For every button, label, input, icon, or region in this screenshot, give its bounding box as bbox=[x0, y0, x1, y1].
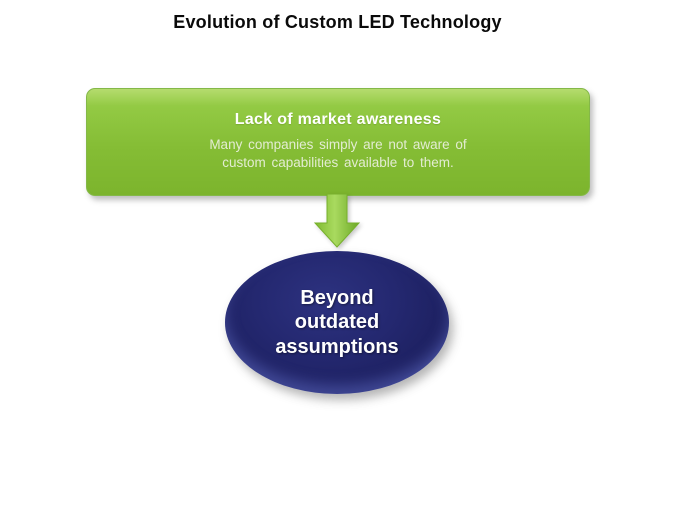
awareness-box-body: Many companies simply are not aware of c… bbox=[87, 136, 589, 172]
awareness-box: Lack of market awareness Many companies … bbox=[86, 88, 590, 196]
conclusion-line-2: outdated bbox=[294, 311, 380, 334]
conclusion-ellipse-label: Beyond outdated assumptions bbox=[275, 286, 398, 359]
conclusion-ellipse: Beyond outdated assumptions bbox=[225, 251, 449, 394]
conclusion-line-1: Beyond bbox=[300, 286, 374, 309]
awareness-body-line-2: custom capabilities available to them. bbox=[222, 155, 454, 171]
awareness-body-line-1: Many companies simply are not aware of bbox=[209, 137, 467, 152]
awareness-box-heading: Lack of market awareness bbox=[234, 111, 442, 128]
conclusion-line-3: assumptions bbox=[275, 335, 399, 358]
down-arrow-icon bbox=[313, 194, 361, 248]
page-title: Evolution of Custom LED Technology bbox=[173, 12, 502, 32]
